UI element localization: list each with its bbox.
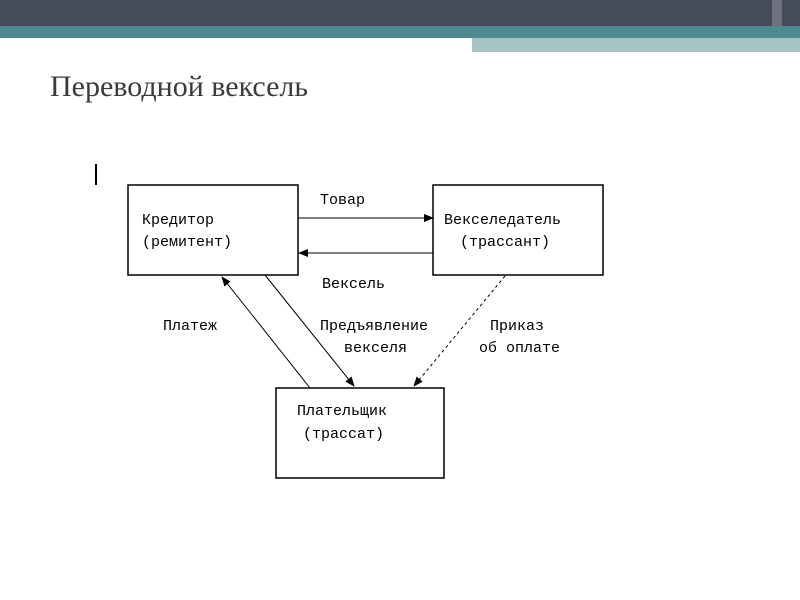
slide-title: Переводной вексель [50, 70, 309, 103]
node-payer-sublabel: (трассат) [303, 426, 384, 443]
node-drawer-label: Векселедатель [444, 212, 561, 229]
header-corner-accent [772, 0, 782, 26]
node-drawer-box [432, 184, 604, 276]
header-band-light [472, 38, 800, 52]
edge-goods-label: Товар [320, 192, 365, 209]
header-band-dark [0, 0, 800, 26]
header-band-white [0, 38, 472, 52]
header-band-teal [0, 26, 800, 38]
edge-order-sublabel: об оплате [479, 340, 560, 357]
node-creditor-sublabel: (ремитент) [142, 234, 232, 251]
node-drawer: Векселедатель (трассант) [432, 184, 604, 276]
edge-presentment-arrow [264, 274, 355, 387]
node-payer: Плательщик (трассат) [275, 387, 445, 479]
node-payer-box [275, 387, 445, 479]
node-creditor-box [127, 184, 299, 276]
node-payer-label: Плательщик [297, 403, 387, 420]
text-cursor-mark [95, 164, 97, 185]
node-creditor: Кредитор (ремитент) [127, 184, 299, 276]
edge-bill-label: Вексель [322, 276, 385, 293]
edge-payment-arrow [221, 276, 311, 389]
node-creditor-label: Кредитор [142, 212, 214, 229]
edge-payment-label: Платеж [163, 318, 217, 335]
node-drawer-sublabel: (трассант) [460, 234, 550, 251]
edge-presentment-sublabel: векселя [344, 340, 407, 357]
edge-order-label: Приказ [490, 318, 544, 335]
edge-presentment-label: Предъявление [320, 318, 428, 335]
